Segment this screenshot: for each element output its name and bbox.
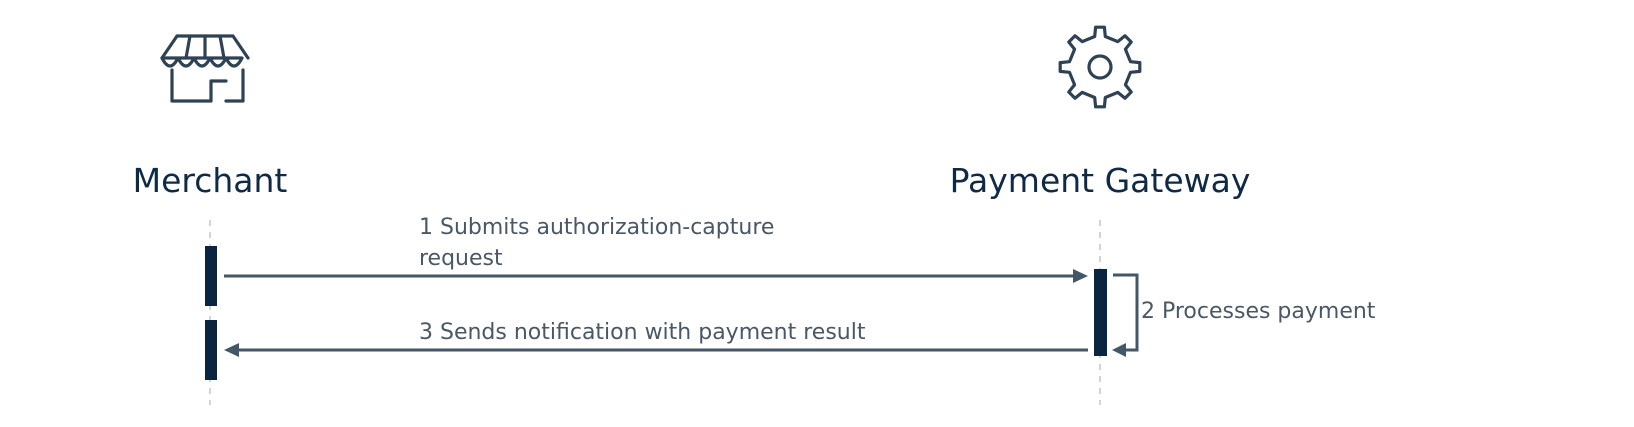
message-2-self-arrow [1113, 273, 1139, 352]
merchant-activation-2 [205, 320, 217, 380]
payment-gateway-label: Payment Gateway [950, 161, 1251, 200]
gear-icon [1058, 25, 1142, 109]
message-3-label: 3 Sends notification with payment result [419, 320, 866, 345]
storefront-icon [160, 34, 250, 103]
message-1-label-line2: request [419, 246, 503, 271]
message-3-arrowhead [224, 343, 239, 357]
message-1-label-line1: 1 Submits authorization-capture [419, 215, 774, 240]
gateway-activation [1094, 269, 1107, 356]
merchant-label: Merchant [133, 161, 288, 200]
message-1-arrowhead [1073, 269, 1088, 283]
message-2-label: 2 Processes payment [1141, 299, 1376, 324]
message-2-arrowhead [1112, 343, 1126, 357]
merchant-activation-1 [205, 246, 217, 306]
